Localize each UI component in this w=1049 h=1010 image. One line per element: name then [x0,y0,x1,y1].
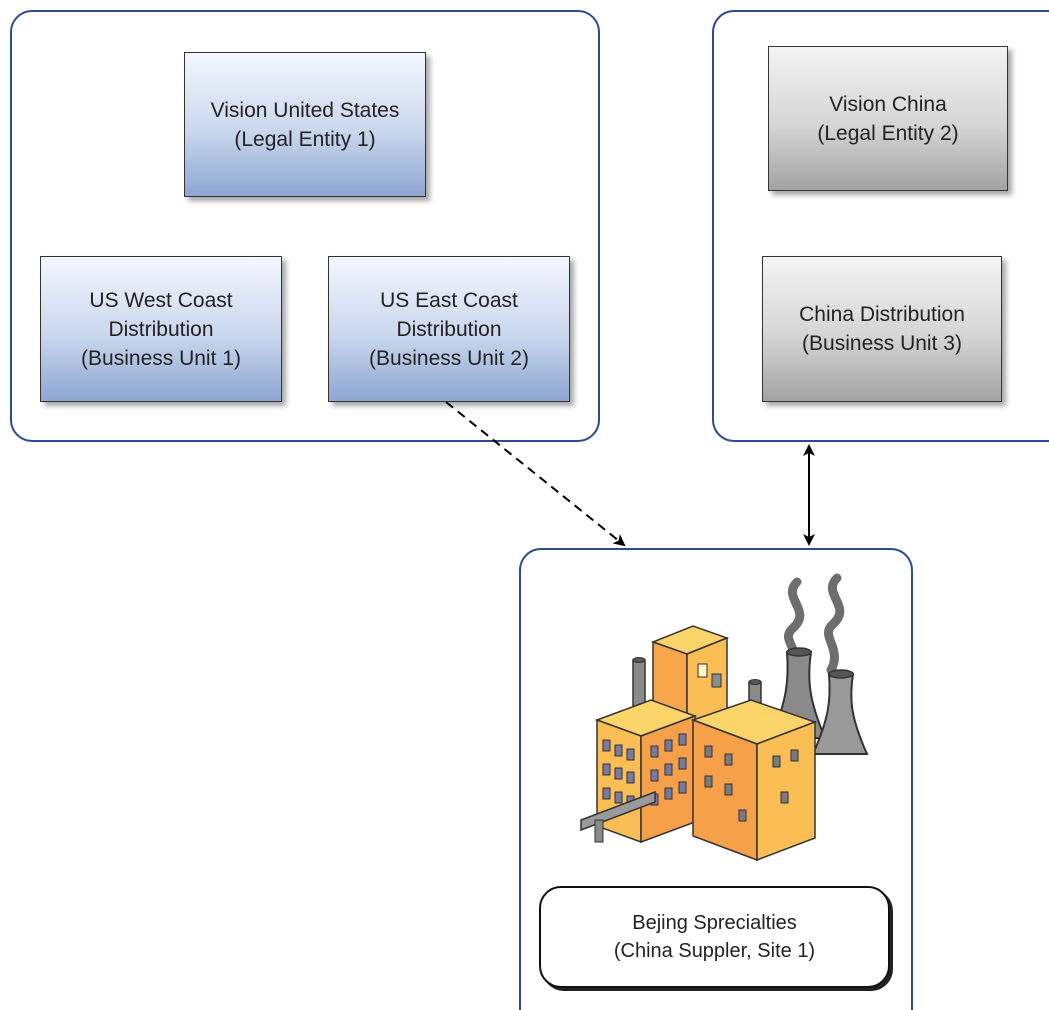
node-title: US East Coast [380,288,518,312]
node-title-2: Distribution [396,317,502,341]
us-east-coast-node: US East Coast Distribution (Business Uni… [328,256,570,402]
node-title: US West Coast [89,288,233,312]
site-name: Bejing Sprecialties [632,912,797,934]
node-subtitle: (Business Unit 3) [802,332,962,355]
node-title-2: Distribution [108,317,214,341]
node-title: China Distribution [799,303,965,326]
supplier-site-label: Bejing Sprecialties (China Suppler, Site… [539,886,890,988]
us-west-coast-node: US West Coast Distribution (Business Uni… [40,256,282,402]
node-title: Vision United States [210,98,400,122]
factory-icon [580,573,869,862]
node-subtitle: (Legal Entity 2) [817,121,959,145]
vision-china-node: Vision China (Legal Entity 2) [768,46,1008,191]
node-subtitle: (Business Unit 2) [369,346,529,370]
node-subtitle: (Business Unit 1) [81,346,241,370]
site-description: (China Suppler, Site 1) [613,940,816,962]
node-subtitle: (Legal Entity 1) [234,127,376,151]
china-distribution-node: China Distribution (Business Unit 3) [762,256,1002,402]
node-title: Vision China [829,92,947,116]
vision-united-states-node: Vision United States (Legal Entity 1) [184,52,426,197]
